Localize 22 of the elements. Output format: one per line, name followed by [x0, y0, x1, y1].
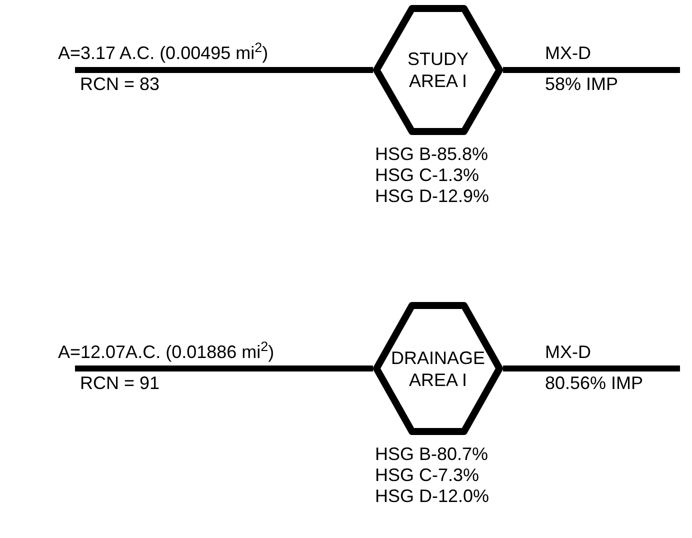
area-hexagon	[373, 302, 503, 435]
flow-line	[503, 67, 680, 73]
flow-line	[75, 366, 373, 372]
area-note: A=12.07A.C. (0.01886 mi$^{2}$)	[58, 340, 274, 362]
soil-group-note: HSG B-85.8%	[375, 143, 488, 165]
area-hexagon	[373, 5, 503, 135]
flow-line	[75, 67, 373, 73]
soil-group-note: HSG B-80.7%	[375, 443, 488, 465]
soil-group-note: HSG D-12.9%	[375, 185, 490, 207]
land-use-note: 58% IMP	[545, 73, 618, 95]
area-note: RCN = 83	[80, 73, 160, 95]
soil-group-note: HSG C-7.3%	[375, 464, 480, 486]
land-use-note: 80.56% IMP	[545, 372, 644, 394]
flow-line	[503, 366, 680, 372]
area-name: STUDY AREA I	[406, 48, 470, 92]
area-note: A=3.17 A.C. (0.00495 mi$^{2}$)	[58, 42, 268, 64]
area-note: RCN = 91	[80, 372, 160, 394]
soil-group-note: HSG D-12.0%	[375, 485, 490, 507]
area-name: DRAINAGE AREA I	[390, 346, 486, 390]
soil-group-note: HSG C-1.3%	[375, 164, 480, 186]
land-use-note: MX-D	[545, 42, 591, 64]
land-use-note: MX-D	[545, 340, 591, 362]
